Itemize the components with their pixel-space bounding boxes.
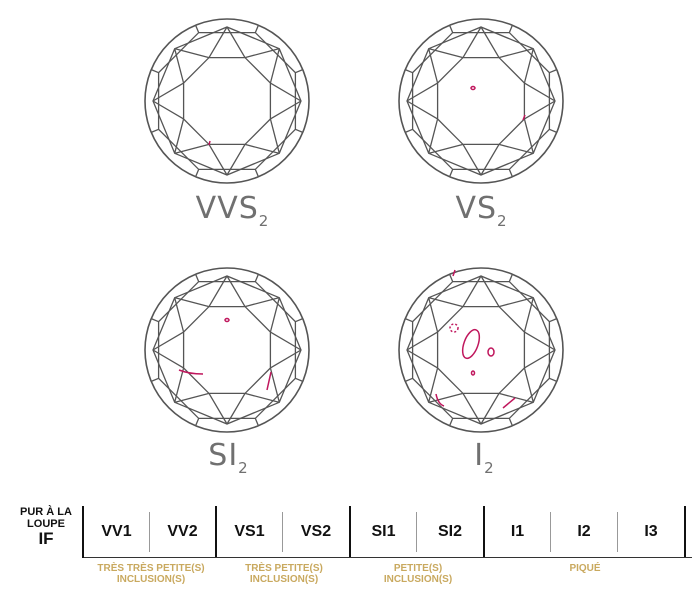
clarity-scale: PUR À LA LOUPE IF VV1 VV2 VS1 VS2 SI1 SI…	[8, 506, 692, 558]
scale-cell-vv1: VV1	[101, 523, 132, 540]
grade-label-i2: I2	[474, 438, 493, 477]
scale-first-line2: LOUPE	[27, 518, 65, 530]
inclusion-marks	[470, 85, 526, 121]
scale-first-line3: IF	[38, 529, 54, 548]
inclusion-marks	[208, 140, 211, 146]
diamond-clarity-diagrams: VVS2 VS2 SI2	[144, 18, 564, 477]
grade-label-si2: SI2	[208, 438, 247, 477]
scale-divider	[684, 506, 686, 558]
grade-label-vvs2: VVS2	[196, 191, 269, 230]
scale-cell-i2: I2	[577, 523, 591, 540]
diamond-si2	[144, 267, 310, 433]
scale-divider	[215, 506, 217, 558]
scale-cell-si1: SI1	[371, 523, 396, 540]
grade-label-vs2: VS2	[455, 191, 506, 230]
scale-cell-vs1: VS1	[234, 523, 265, 540]
inclusion-marks	[435, 269, 516, 409]
diamond-vvs2	[144, 18, 310, 184]
scale-divider	[483, 506, 485, 558]
scale-cell-vs2: VS2	[300, 523, 332, 540]
scale-divider	[82, 506, 84, 558]
scale-subdivider	[416, 512, 417, 552]
scale-baseline	[84, 557, 692, 558]
scale-subdivider	[617, 512, 618, 552]
scale-subdivider	[149, 512, 150, 552]
scale-cell-si2: SI2	[437, 523, 462, 540]
scale-cell-i1: I1	[510, 523, 525, 540]
inclusion-marks	[178, 317, 272, 391]
scale-cell-i3: I3	[644, 523, 658, 540]
group-label-very-very-small: TRÈS TRÈS PETITE(S) INCLUSION(S)	[97, 563, 205, 585]
clarity-group-labels: TRÈS TRÈS PETITE(S) INCLUSION(S) TRÈS PE…	[0, 563, 700, 593]
scale-first-line1: PUR À LA	[20, 506, 72, 518]
scale-subdivider	[282, 512, 283, 552]
scale-subdivider	[550, 512, 551, 552]
scale-first-cell: PUR À LA LOUPE IF	[8, 506, 84, 558]
group-label-very-small: TRÈS PETITE(S) INCLUSION(S)	[245, 563, 323, 585]
scale-cell-vv2: VV2	[167, 523, 198, 540]
scale-divider	[349, 506, 351, 558]
diamond-i2	[398, 267, 564, 433]
group-label-small: PETITE(S) INCLUSION(S)	[383, 563, 453, 585]
diamond-vs2	[398, 18, 564, 184]
group-label-pique: PIQUÉ	[569, 563, 601, 574]
